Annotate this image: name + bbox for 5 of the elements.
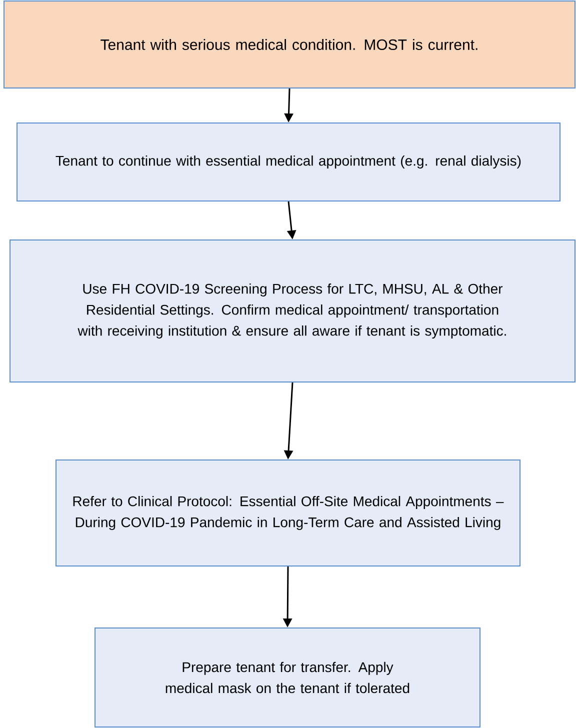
process-box: Tenant with serious medical condition. MOST is current. (4, 0, 576, 88)
process-box: Tenant to continue with essential medical appointment (e.g. renal dialysis) (16, 122, 560, 202)
process-box: Refer to Clinical Protocol: Essential Off-Site Medical Appointments – During COVID-19 Pandemic in Long-Term Care and Assisted Living (56, 460, 520, 566)
process-box: Use FH COVID-19 Screening Process for LTC, MHSU, AL & Other Residential Settings. Confirm medical appointment/ transportation with receiving institution & ensure all aware if tenant is symptomatic. (10, 240, 576, 382)
process-box: Prepare tenant for transfer. Apply medical mask on the tenant if tolerated (94, 628, 480, 728)
